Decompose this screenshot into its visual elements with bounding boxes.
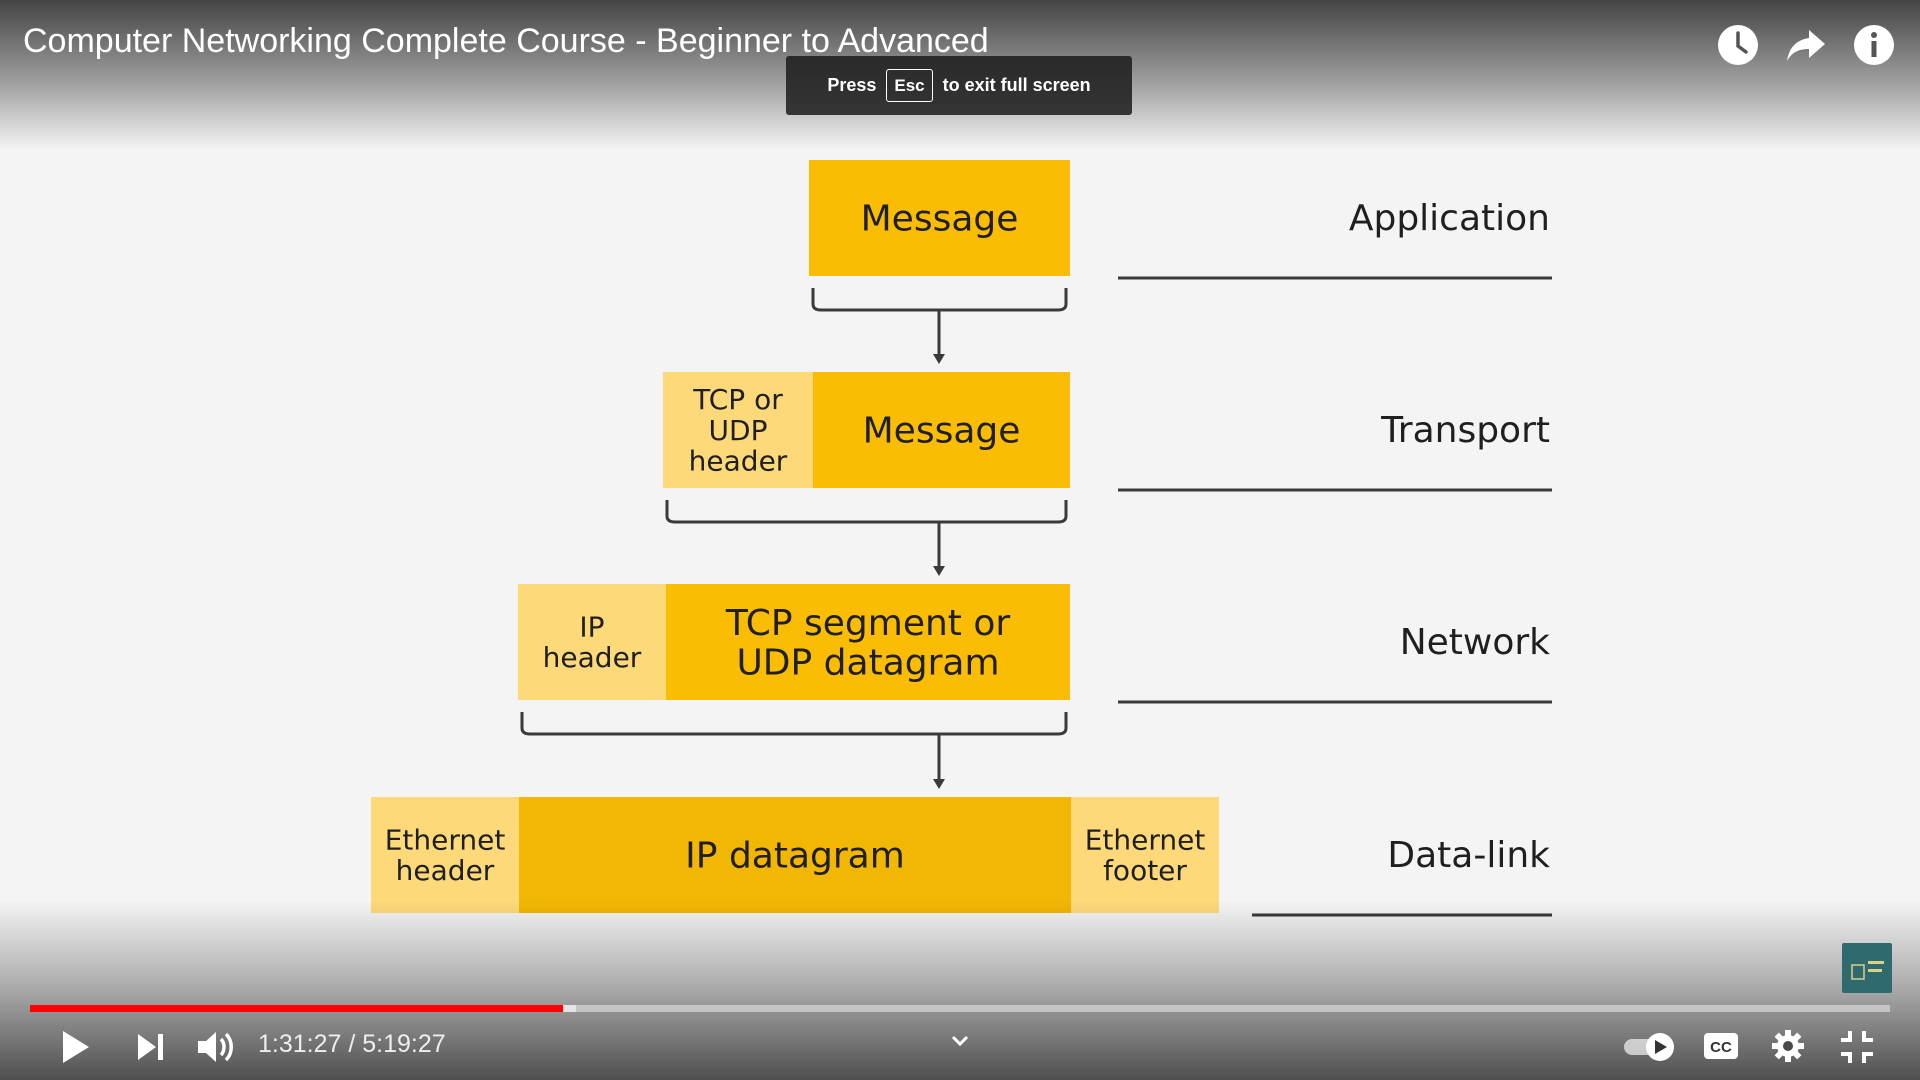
bracket-0 bbox=[811, 288, 1068, 312]
play-icon bbox=[63, 1031, 89, 1063]
bracket-2 bbox=[520, 712, 1068, 736]
autoplay-toggle[interactable] bbox=[1622, 1031, 1678, 1063]
toast-press-text: Press bbox=[827, 75, 877, 95]
layer-2-block-0-line-1: header bbox=[543, 641, 642, 674]
layer-1-block-0-line-2: header bbox=[689, 445, 788, 478]
share-icon[interactable] bbox=[1783, 22, 1829, 68]
play-button[interactable] bbox=[55, 1027, 95, 1067]
layer-2-block-0 bbox=[518, 584, 666, 700]
next-icon bbox=[138, 1034, 163, 1060]
layer-label-1: Transport bbox=[1380, 410, 1550, 451]
layer-1-block-0-line-0: TCP or bbox=[692, 383, 783, 416]
layer-3-block-0 bbox=[371, 797, 519, 913]
layer-1-block-1 bbox=[813, 372, 1070, 488]
channel-watermark[interactable] bbox=[1842, 943, 1892, 993]
layer-2-block-1-line-1: UDP datagram bbox=[736, 642, 999, 683]
layer-1-block-0 bbox=[663, 372, 813, 488]
layer-3-block-0-line-0: Ethernet bbox=[385, 823, 506, 856]
volume-button[interactable] bbox=[194, 1026, 238, 1068]
layer-0-block-0 bbox=[809, 160, 1070, 276]
arrow-head-0 bbox=[933, 354, 945, 364]
layer-0-block-0-line-0: Message bbox=[861, 199, 1019, 240]
layer-3-block-2-line-1: footer bbox=[1103, 854, 1187, 887]
info-icon[interactable] bbox=[1851, 22, 1897, 68]
exit-fullscreen-icon bbox=[1841, 1031, 1873, 1063]
layer-1-block-0-line-1: UDP bbox=[709, 414, 768, 447]
captions-icon: CC bbox=[1704, 1033, 1738, 1059]
arrow-head-2 bbox=[933, 779, 945, 789]
volume-icon bbox=[198, 1032, 233, 1062]
current-time: 1:31:27 bbox=[258, 1030, 342, 1058]
layer-label-0: Application bbox=[1349, 198, 1550, 239]
settings-button[interactable] bbox=[1769, 1027, 1807, 1065]
watch-later-icon[interactable] bbox=[1715, 22, 1761, 68]
next-button[interactable] bbox=[132, 1029, 168, 1065]
layer-label-3: Data-link bbox=[1387, 835, 1550, 876]
fullscreen-exit-hint: Press Esc to exit full screen bbox=[786, 56, 1132, 115]
layer-2-block-0-line-0: IP bbox=[579, 610, 604, 643]
captions-button[interactable]: CC bbox=[1703, 1030, 1739, 1062]
layer-3-block-1-line-0: IP datagram bbox=[685, 836, 905, 877]
toast-rest-text: to exit full screen bbox=[942, 75, 1091, 95]
layer-label-2: Network bbox=[1400, 622, 1550, 663]
chevron-down-icon bbox=[951, 1035, 969, 1047]
layer-3-block-2-line-0: Ethernet bbox=[1085, 823, 1206, 856]
progress-bar[interactable] bbox=[30, 1005, 1890, 1012]
time-separator: / bbox=[341, 1030, 363, 1058]
layer-1-block-1-line-0: Message bbox=[863, 411, 1021, 452]
layer-3-block-2 bbox=[1071, 797, 1219, 913]
layer-2-block-1 bbox=[666, 584, 1070, 700]
bottom-shade bbox=[0, 900, 1920, 1080]
exit-fullscreen-button[interactable] bbox=[1839, 1029, 1875, 1065]
time-display: 1:31:27 / 5:19:27 bbox=[258, 1030, 446, 1059]
duration: 5:19:27 bbox=[362, 1030, 446, 1058]
bracket-1 bbox=[665, 500, 1068, 524]
video-title[interactable]: Computer Networking Complete Course - Be… bbox=[23, 22, 989, 60]
chapters-expand-button[interactable] bbox=[947, 1032, 973, 1050]
settings-icon bbox=[1772, 1030, 1804, 1062]
arrow-head-1 bbox=[933, 566, 945, 576]
layer-3-block-0-line-1: header bbox=[396, 854, 495, 887]
captions-label: CC bbox=[1710, 1039, 1732, 1056]
layer-3-block-1 bbox=[519, 797, 1071, 913]
progress-played bbox=[30, 1005, 563, 1012]
layer-2-block-1-line-0: TCP segment or bbox=[725, 603, 1011, 644]
esc-key-badge: Esc bbox=[886, 69, 933, 102]
